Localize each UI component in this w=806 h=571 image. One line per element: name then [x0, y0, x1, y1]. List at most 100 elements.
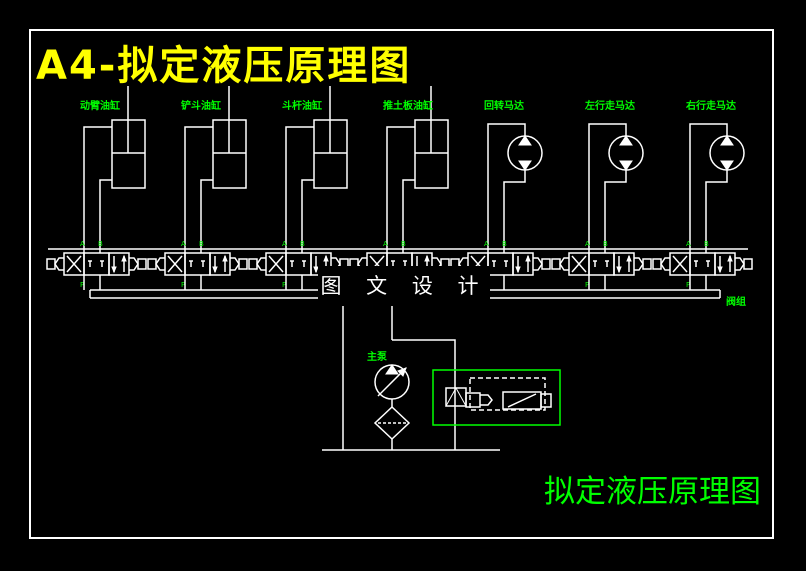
- motor-arrow-down: [619, 160, 633, 171]
- valve-arrowhead-2: [323, 254, 329, 262]
- watermark-text: 图 文 设 计: [318, 266, 490, 306]
- bottom-title: 拟定液压原理图: [544, 474, 761, 510]
- line-motor-b: [503, 170, 526, 248]
- port-label-b: B: [300, 240, 305, 248]
- pump-arrow: [385, 364, 399, 375]
- pressure-supply-line: [392, 339, 456, 450]
- valve-arrowhead-1: [313, 266, 319, 274]
- valve-solenoid-right: [137, 258, 147, 270]
- circuit-5: ABP: [450, 123, 551, 290]
- port-label-a: A: [686, 240, 691, 248]
- valve-arrowhead-1: [515, 266, 521, 274]
- line-motor-b: [604, 170, 627, 248]
- port-label-p: P: [181, 281, 185, 289]
- motor-arrow-up: [619, 135, 633, 146]
- port-label-p: P: [686, 281, 690, 289]
- drawing-title: A4-拟定液压原理图: [36, 43, 412, 89]
- valve-right-box: [209, 252, 231, 276]
- motor-arrow-up: [518, 135, 532, 146]
- actuator-label-6: 左行走马达: [585, 101, 635, 112]
- valve-right-box: [613, 252, 635, 276]
- line-motor-b: [705, 170, 728, 248]
- line-to-cap-end: [301, 179, 314, 248]
- valve-arrowhead-2: [121, 254, 127, 262]
- circuit-6: A B P: [551, 123, 652, 290]
- port-label-p: P: [585, 281, 589, 289]
- valve-cross-2: [672, 255, 688, 273]
- valve-cross-2: [167, 255, 183, 273]
- valve-solenoid-left: [551, 258, 561, 270]
- valve-solenoid-right: [541, 258, 551, 270]
- port-label-a: A: [80, 240, 85, 248]
- relief-spring: [480, 394, 493, 406]
- circuit-1: A B P: [46, 86, 147, 290]
- port-label-a: A: [181, 240, 186, 248]
- valve-right-box: [714, 252, 736, 276]
- valve-arrowhead-2: [626, 254, 632, 262]
- valve-right-box: [512, 252, 534, 276]
- relief-valve-arrow: [445, 386, 467, 407]
- relief-valve-frame: [432, 369, 561, 426]
- valve-solenoid-right: [642, 258, 652, 270]
- pump-label: 主泵: [367, 352, 387, 363]
- port-label-b: B: [401, 240, 406, 248]
- port-label-b: B: [502, 240, 507, 248]
- line-motor-a: [487, 123, 526, 248]
- port-label-b: B: [704, 240, 709, 248]
- valve-solenoid-left: [46, 258, 56, 270]
- pump-variable-arrowhead: [397, 367, 407, 377]
- valve-solenoid-left: [248, 258, 258, 270]
- valve-arrowhead-2: [525, 254, 531, 262]
- actuator-label-1: 动臂油缸: [80, 101, 120, 112]
- valve-group-label: 阀组: [726, 297, 746, 308]
- circuit-7: A B P: [652, 123, 753, 290]
- line-to-rod-end: [285, 126, 314, 248]
- port-label-b: B: [199, 240, 204, 248]
- line-motor-a: [689, 123, 728, 248]
- line-to-rod-end: [386, 126, 415, 248]
- motor-arrow-up: [720, 135, 734, 146]
- port-label-b: B: [603, 240, 608, 248]
- valve-solenoid-right: [238, 258, 248, 270]
- power-unit: [322, 305, 561, 451]
- port-label-b: B: [98, 240, 103, 248]
- circuit-2: A B P: [147, 86, 248, 290]
- pilot-line-box: [469, 377, 546, 411]
- actuator-label-2: 铲斗油缸: [181, 101, 221, 112]
- valve-cross-2: [571, 255, 587, 273]
- line-to-cap-end: [200, 179, 213, 248]
- port-label-p: P: [80, 281, 84, 289]
- valve-solenoid-left: [147, 258, 157, 270]
- valve-arrowhead-2: [727, 254, 733, 262]
- line-motor-a: [588, 123, 627, 248]
- valve-right-box: [108, 252, 130, 276]
- valve-arrowhead-1: [212, 266, 218, 274]
- motor-arrow-down: [518, 160, 532, 171]
- actuator-label-7: 右行走马达: [686, 101, 736, 112]
- valve-arrowhead-2: [424, 254, 430, 262]
- port-label-a: A: [383, 240, 388, 248]
- valve-arrowhead-1: [717, 266, 723, 274]
- line-to-cap-end: [402, 179, 415, 248]
- valve-cross-2: [66, 255, 82, 273]
- line-to-rod-end: [83, 126, 112, 248]
- motor-arrow-down: [720, 160, 734, 171]
- port-label-a: A: [484, 240, 489, 248]
- solenoid-valve-arrow: [507, 393, 537, 408]
- actuator-label-5: 回转马达: [484, 101, 524, 112]
- valve-arrowhead-2: [222, 254, 228, 262]
- actuator-label-4: 推土板油缸: [383, 101, 433, 112]
- line-to-cap-end: [99, 179, 112, 248]
- relief-valve-spring-box: [465, 392, 481, 408]
- line-to-rod-end: [184, 126, 213, 248]
- port-label-p: P: [282, 281, 286, 289]
- solenoid-coil: [540, 393, 552, 408]
- valve-cross-2: [268, 255, 284, 273]
- port-label-a: A: [282, 240, 287, 248]
- valve-solenoid-left: [652, 258, 662, 270]
- valve-arrowhead-1: [616, 266, 622, 274]
- drawing-border: [29, 29, 774, 539]
- port-label-a: A: [585, 240, 590, 248]
- valve-solenoid-right: [743, 258, 753, 270]
